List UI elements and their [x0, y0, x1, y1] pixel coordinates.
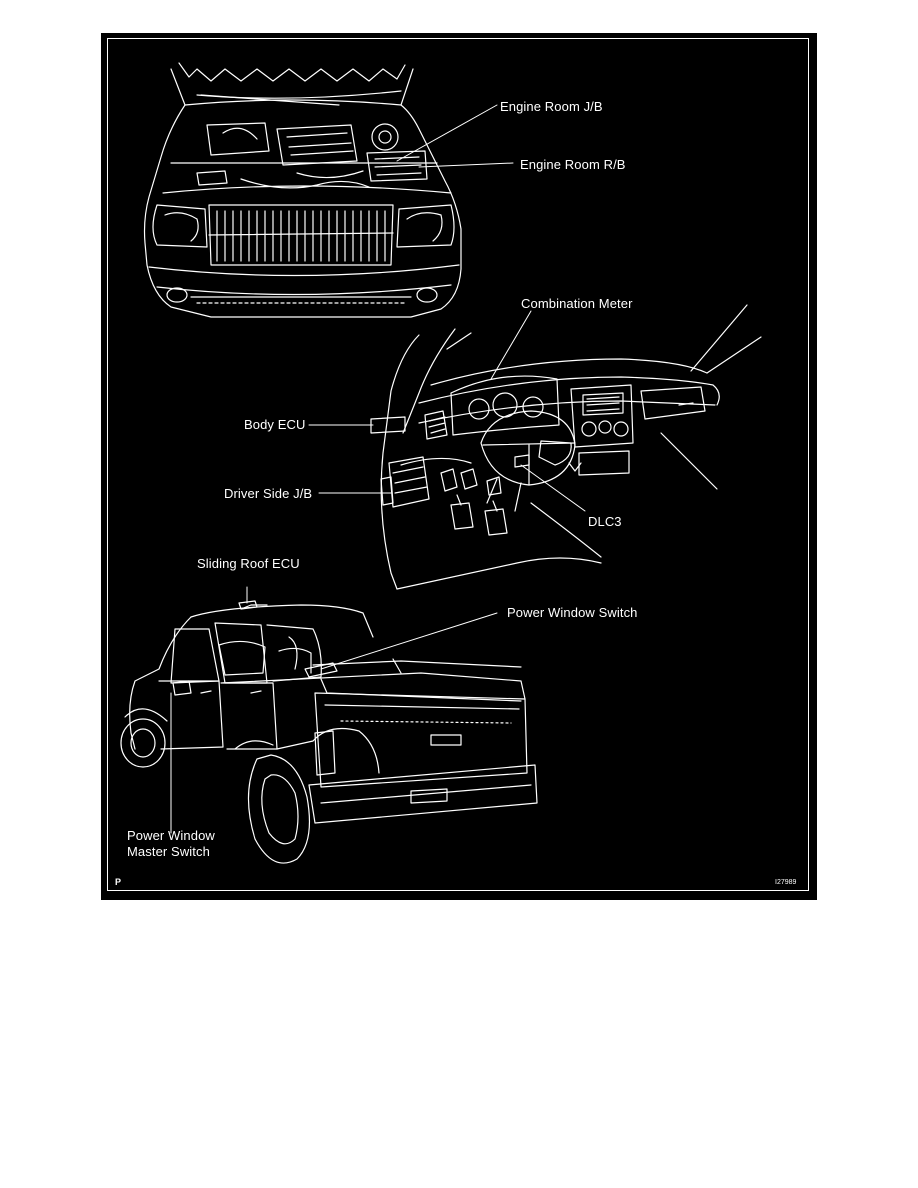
diagram-frame — [107, 38, 809, 891]
label-body-ecu: Body ECU — [244, 417, 306, 432]
vehicle-line-art — [101, 33, 817, 900]
label-engine-room-rb: Engine Room R/B — [520, 157, 626, 172]
pickup-truck-illustration — [121, 601, 537, 863]
label-power-window-master-line2: Master Switch — [127, 844, 210, 859]
callout-leader-lines — [171, 105, 585, 833]
label-engine-room-jb: Engine Room J/B — [500, 99, 603, 114]
label-combination-meter: Combination Meter — [521, 296, 633, 311]
label-dlc3: DLC3 — [588, 514, 622, 529]
diagram-panel: Engine Room J/B Engine Room R/B Combinat… — [101, 33, 817, 900]
label-driver-side-jb: Driver Side J/B — [224, 486, 313, 501]
figure-id: I27989 — [775, 879, 797, 886]
label-sliding-roof-ecu: Sliding Roof ECU — [197, 556, 300, 571]
page-code: P — [115, 877, 122, 887]
engine-compartment-illustration — [145, 63, 462, 317]
label-power-window-master-line1: Power Window — [127, 828, 215, 843]
dashboard-illustration — [371, 305, 761, 589]
label-power-window-switch: Power Window Switch — [507, 605, 638, 620]
